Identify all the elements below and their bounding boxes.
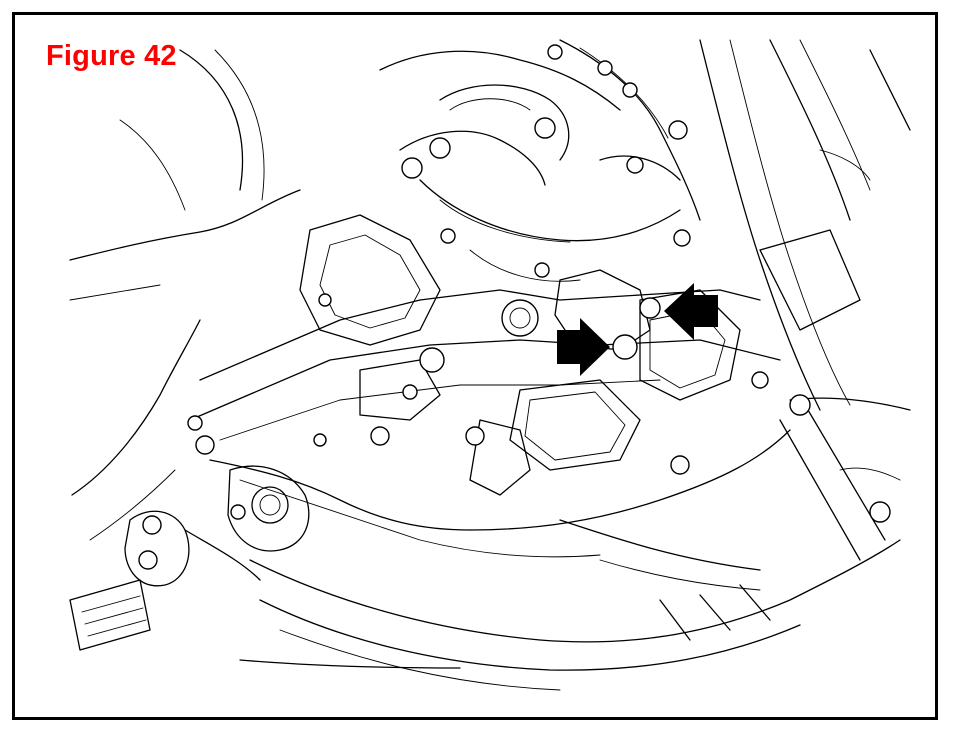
figure-title: Figure 42 <box>46 40 177 72</box>
bolts <box>138 44 891 570</box>
left-body-contour <box>69 49 301 541</box>
upper-casing <box>379 39 701 282</box>
left-lower-mount <box>69 465 310 651</box>
arrow-right-icon <box>557 318 610 376</box>
lower-pipes <box>239 519 901 691</box>
right-side-panel <box>699 39 911 561</box>
arrow-left-icon <box>664 283 718 340</box>
